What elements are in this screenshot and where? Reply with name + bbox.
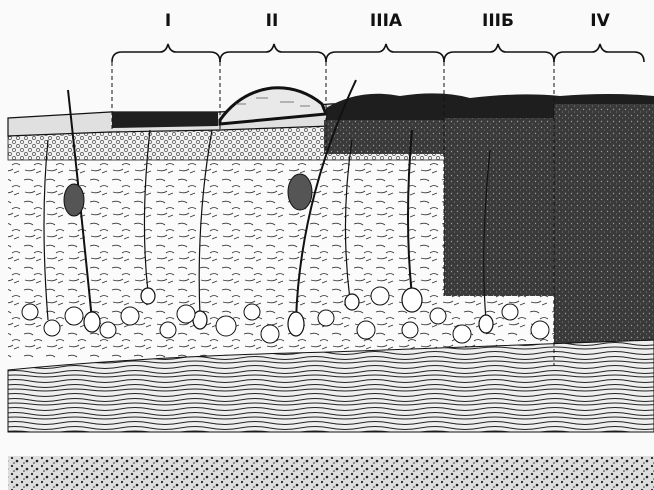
zone-iiia-necrosis (324, 120, 444, 154)
zone-label-iv: IV (590, 11, 610, 31)
bone-layer (8, 456, 654, 490)
zone-label-iiia: IIIА (370, 11, 403, 31)
zone-i-scab (112, 112, 218, 128)
zone-iv-necrosis (554, 104, 654, 366)
zone-label-ii: II (266, 11, 279, 31)
zone-label-i: I (165, 11, 171, 31)
zone-label-iiib: IIIБ (482, 11, 514, 31)
zone-iiib-necrosis (444, 118, 554, 296)
